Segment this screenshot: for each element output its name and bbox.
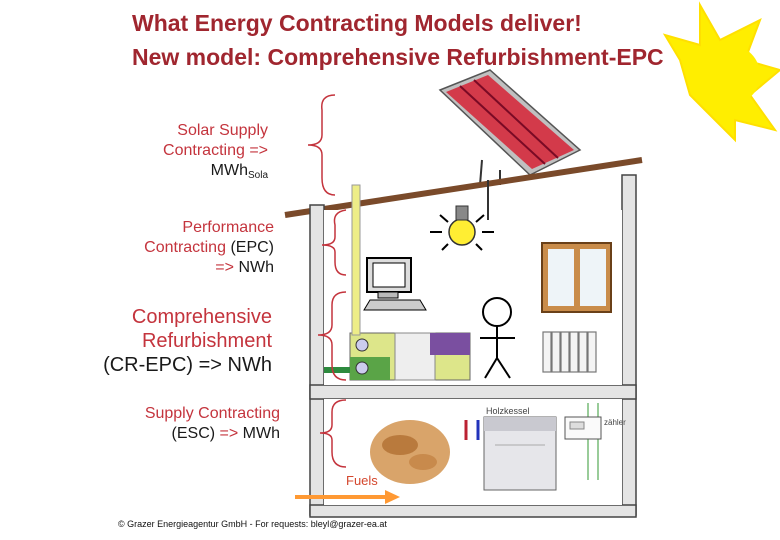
title-line-2: New model: Comprehensive Refurbishment-E… — [132, 44, 664, 70]
esc-label-abbr: (ESC) — [171, 425, 216, 442]
house-walls — [309, 174, 637, 518]
esc-label-arrow: => — [219, 425, 239, 442]
epc-label-line3: => NWh — [126, 258, 274, 278]
radiator-icon — [542, 331, 597, 373]
epc-label-abbr: (EPC) — [230, 239, 274, 256]
esc-label-line2: (ESC) => MWh — [126, 424, 280, 444]
meter-label: zähler — [604, 418, 626, 427]
boiler-label: Holzkessel — [486, 406, 530, 416]
pipe-icon — [351, 180, 599, 480]
window-icon — [541, 242, 612, 313]
epc-label-arrow: => — [215, 259, 234, 276]
ventilation-unit-icon — [324, 332, 471, 381]
crepc-label-line1: Comprehensive — [131, 306, 272, 328]
crepc-label-line2: Refurbishment — [141, 330, 272, 352]
title-line-1: What Energy Contracting Models deliver! — [132, 10, 582, 36]
crepc-label-unit: NWh — [227, 354, 272, 376]
fuel-arrow-icon — [295, 490, 400, 504]
crepc-label: Comprehensive Refurbishment (CR-EPC) => … — [80, 305, 272, 377]
solar-label-line2: Contracting => — [163, 142, 268, 159]
esc-label: Supply Contracting (ESC) => MWh — [126, 404, 280, 444]
stick-figure-icon — [480, 297, 515, 379]
light-bulb-icon — [430, 205, 494, 251]
fuels-label: Fuels — [346, 473, 378, 488]
wood-chips-icon — [370, 420, 450, 484]
solar-label-unit: MWh — [210, 162, 248, 179]
solar-label-line1: Solar Supply — [177, 122, 268, 139]
epc-label-line2: Contracting (EPC) — [126, 238, 274, 258]
esc-label-unit: MWh — [242, 425, 280, 442]
copyright-footer: © Grazer Energieagentur GmbH - For reque… — [118, 519, 387, 529]
epc-label-line1: Performance — [182, 219, 274, 236]
epc-label-unit: NWh — [238, 259, 274, 276]
sun-icon — [662, 1, 780, 143]
epc-label: Performance Contracting (EPC) => NWh — [126, 218, 274, 278]
solar-panel-icon — [438, 69, 582, 186]
solar-label-sub: Sola — [247, 170, 268, 181]
roof — [284, 157, 643, 218]
computer-icon — [363, 257, 427, 311]
epc-label-contracting: Contracting — [144, 239, 226, 256]
solar-label: Solar Supply Contracting => MWhSola — [146, 121, 268, 186]
solar-label-line3: MWhSola — [146, 161, 268, 186]
crepc-label-line3: (CR-EPC) => NWh — [80, 353, 272, 377]
crepc-label-abbr: (CR-EPC) => — [103, 354, 222, 376]
meter-icon — [564, 416, 602, 440]
esc-label-line1: Supply Contracting — [144, 405, 280, 422]
brace-icon — [307, 94, 347, 468]
boiler-icon — [483, 416, 557, 491]
